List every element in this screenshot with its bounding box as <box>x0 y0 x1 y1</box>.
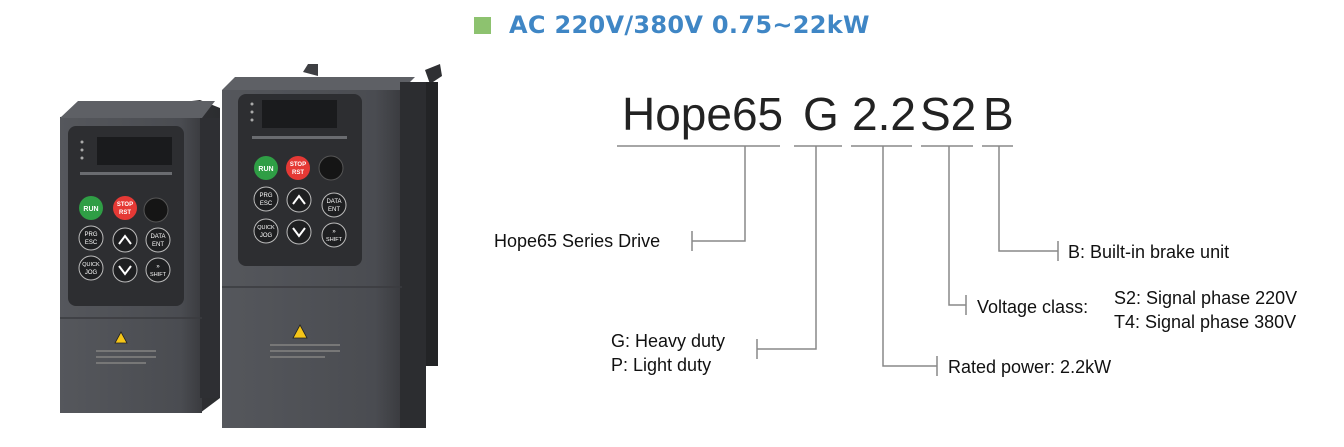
small-jog-label: JOG <box>85 270 98 276</box>
small-shift-arrows: » <box>156 264 160 270</box>
small-prg-label: PRG <box>84 232 97 238</box>
label-voltage-t4: T4: Signal phase 380V <box>1114 312 1297 332</box>
small-drive: RUN STOP RST PRG ESC DATA ENT QUICK JOG … <box>60 100 220 413</box>
small-stop-label: STOP <box>117 202 133 208</box>
label-duty-p: P: Light duty <box>611 355 712 375</box>
leader-voltage <box>948 146 966 306</box>
large-rst-label: RST <box>292 170 304 176</box>
small-rst-label: RST <box>119 210 131 216</box>
small-ent-label: ENT <box>152 242 164 248</box>
large-shift-label: SHIFT <box>326 237 343 243</box>
label-voltage-s2: S2: Signal phase 220V <box>1114 288 1298 308</box>
large-esc-label: ESC <box>260 201 273 207</box>
code-power: 2.2 <box>852 88 916 140</box>
code-voltage: S2 <box>920 88 977 140</box>
code-series: Hope65 <box>622 88 784 140</box>
label-voltage-title: Voltage class: <box>977 297 1089 317</box>
warning-icon <box>292 324 308 339</box>
label-duty-g: G: Heavy duty <box>611 331 726 351</box>
small-quick-label: QUICK <box>82 262 100 268</box>
leader-duty <box>757 146 817 350</box>
large-shift-arrows: » <box>332 229 336 235</box>
label-power: Rated power: 2.2kW <box>948 357 1112 377</box>
title-bullet-square <box>474 16 491 34</box>
large-drive: RUN STOP RST PRG ESC DATA ENT QUICK JOG … <box>222 64 442 428</box>
small-shift-label: SHIFT <box>150 272 167 278</box>
code-brake: B <box>983 88 1014 140</box>
large-jog-label: JOG <box>260 233 273 239</box>
small-data-label: DATA <box>150 234 165 240</box>
code-duty: G <box>803 88 839 140</box>
label-brake: B: Built-in brake unit <box>1068 242 1230 262</box>
label-series: Hope65 Series Drive <box>494 231 661 251</box>
small-run-label: RUN <box>83 206 98 213</box>
page-title: AC 220V/380V 0.75~22kW <box>509 11 870 39</box>
large-data-label: DATA <box>326 199 341 205</box>
small-esc-label: ESC <box>85 240 98 246</box>
large-run-label: RUN <box>258 166 273 173</box>
warning-icon <box>114 331 128 344</box>
large-quick-label: QUICK <box>257 225 275 231</box>
leader-power <box>882 146 937 367</box>
large-ent-label: ENT <box>328 207 340 213</box>
title-row: AC 220V/380V 0.75~22kW <box>474 8 870 42</box>
large-stop-label: STOP <box>290 162 306 168</box>
drive-product-image: RUN STOP RST PRG ESC DATA ENT QUICK JOG … <box>60 64 442 428</box>
leader-brake <box>998 146 1058 252</box>
large-prg-label: PRG <box>259 193 272 199</box>
leader-series <box>692 146 746 242</box>
